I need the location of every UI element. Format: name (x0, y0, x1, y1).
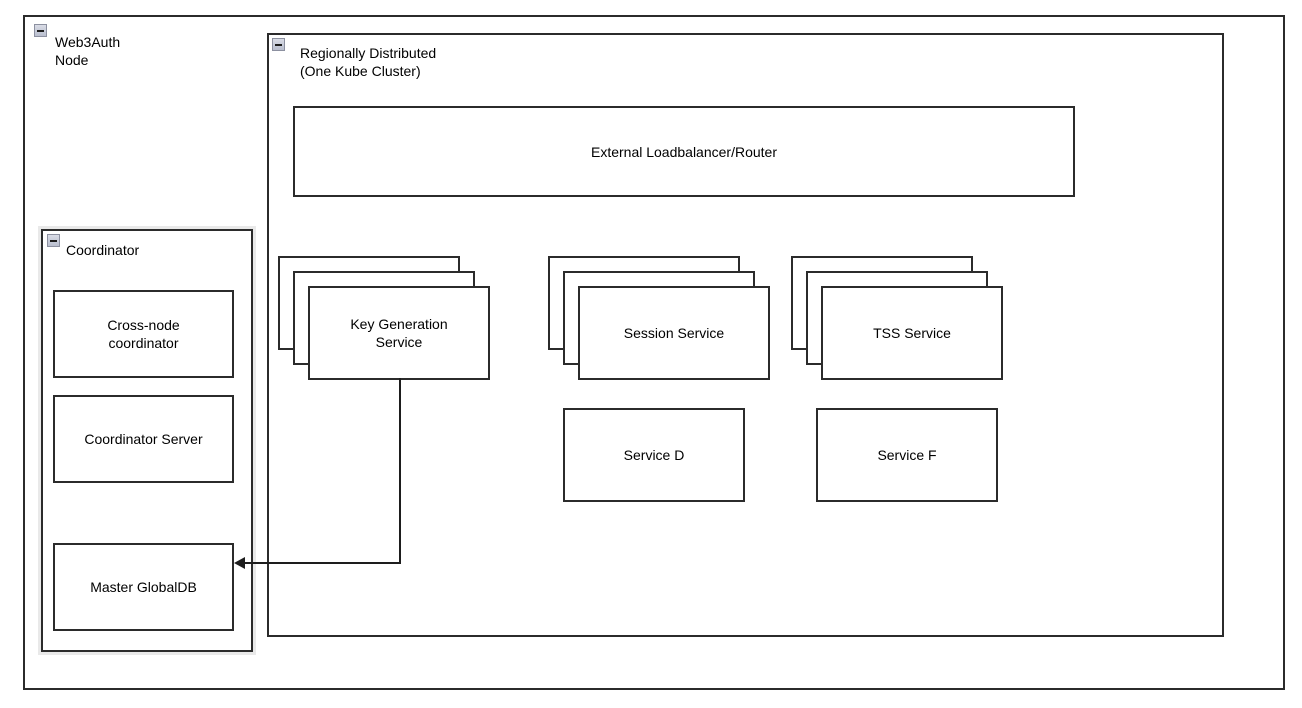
collapse-minus-icon-node[interactable] (34, 24, 47, 37)
edge-keygen-to-globaldb-vertical (399, 378, 401, 564)
collapse-minus-icon-coordinator[interactable] (47, 234, 60, 247)
kube-cluster-label: Regionally Distributed (One Kube Cluster… (300, 45, 437, 79)
coordinator-group-label: Coordinator (66, 242, 140, 258)
master-globaldb[interactable]: Master GlobalDB (53, 543, 234, 631)
service-d[interactable]: Service D (563, 408, 745, 502)
external-loadbalancer-label: External Loadbalancer/Router (590, 143, 777, 160)
tss-service[interactable]: TSS Service (821, 286, 1003, 380)
cross-node-coordinator-label: Cross-node coordinator (107, 317, 180, 351)
edge-keygen-to-globaldb-horizontal (244, 562, 401, 564)
service-f[interactable]: Service F (816, 408, 998, 502)
session-service-label: Session Service (623, 325, 725, 341)
cross-node-coordinator[interactable]: Cross-node coordinator (53, 290, 234, 378)
tss-service-label: TSS Service (873, 325, 951, 341)
collapse-minus-icon-cluster[interactable] (272, 38, 285, 51)
session-service-stack[interactable]: Session Service (548, 256, 770, 380)
service-d-label: Service D (623, 447, 685, 463)
edge-keygen-to-globaldb-arrowhead (234, 557, 245, 569)
service-f-label: Service F (877, 447, 937, 463)
master-globaldb-label: Master GlobalDB (90, 579, 197, 595)
key-generation-service[interactable]: Key Generation Service (308, 286, 490, 380)
key-generation-service-stack[interactable]: Key Generation Service (278, 256, 490, 380)
session-service[interactable]: Session Service (578, 286, 770, 380)
tss-service-stack[interactable]: TSS Service (791, 256, 1003, 380)
key-generation-service-label: Key Generation Service (350, 316, 448, 350)
coordinator-server-label: Coordinator Server (84, 431, 203, 447)
coordinator-server[interactable]: Coordinator Server (53, 395, 234, 483)
external-loadbalancer-box[interactable]: External Loadbalancer/Router (293, 106, 1075, 197)
web3auth-node-label: Web3Auth Node (55, 34, 121, 68)
